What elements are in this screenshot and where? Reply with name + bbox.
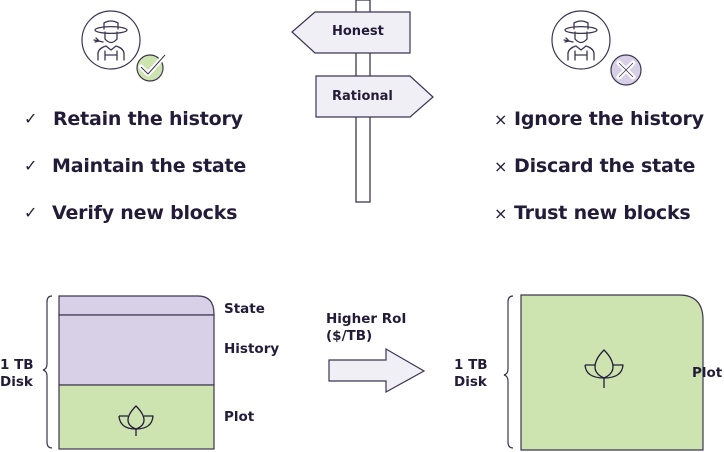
state-label: State xyxy=(224,301,265,317)
check-icon: ✓ xyxy=(24,109,38,128)
rational-list-item: Ignore the history xyxy=(514,108,704,130)
right-disk-size-line1: 1 TB xyxy=(454,357,488,373)
honest-farmer-icon xyxy=(81,10,168,82)
rational-sign-label: Rational xyxy=(332,89,393,104)
plot-segment xyxy=(58,384,215,450)
honest-sign xyxy=(291,11,411,54)
right-disk-brace xyxy=(503,295,514,449)
leaf-icon xyxy=(118,405,154,436)
left-disk-size-label: 1 TB Disk xyxy=(0,357,34,391)
plot-label-right: Plot xyxy=(692,365,723,381)
transition-label: Higher RoI ($/TB) xyxy=(326,311,406,345)
right-arrow-icon xyxy=(328,347,426,394)
honest-list-item: Verify new blocks xyxy=(52,202,238,224)
check-icon: ✓ xyxy=(24,156,38,175)
plot-label-left: Plot xyxy=(224,409,255,425)
cross-icon: × xyxy=(494,110,508,129)
right-disk-size-line2: Disk xyxy=(454,374,487,390)
left-disk-size-line1: 1 TB xyxy=(0,357,34,373)
cross-badge-icon xyxy=(610,54,642,86)
honest-sign-label: Honest xyxy=(332,24,384,39)
rational-sign xyxy=(315,75,434,118)
honest-list-item: Maintain the state xyxy=(52,155,247,177)
check-badge-icon xyxy=(136,52,168,82)
honest-list-item: Retain the history xyxy=(53,108,243,130)
history-label: History xyxy=(224,341,280,357)
transition-label-line1: Higher RoI xyxy=(326,311,407,327)
left-disk-brace xyxy=(42,295,53,449)
check-icon: ✓ xyxy=(24,203,38,222)
left-disk xyxy=(42,295,215,450)
leaf-icon xyxy=(584,349,624,388)
right-disk-size-label: 1 TB Disk xyxy=(454,357,488,391)
right-disk xyxy=(503,294,704,451)
transition-label-line2: ($/TB) xyxy=(326,328,373,344)
state-segment xyxy=(58,295,215,316)
history-segment xyxy=(58,314,215,386)
cross-icon: × xyxy=(494,157,508,176)
signpost xyxy=(291,0,434,203)
rational-list-item: Discard the state xyxy=(514,155,696,177)
rational-list-item: Trust new blocks xyxy=(514,202,691,224)
left-disk-size-line2: Disk xyxy=(0,374,33,390)
cross-icon: × xyxy=(494,204,508,223)
rational-farmer-icon xyxy=(551,10,642,86)
